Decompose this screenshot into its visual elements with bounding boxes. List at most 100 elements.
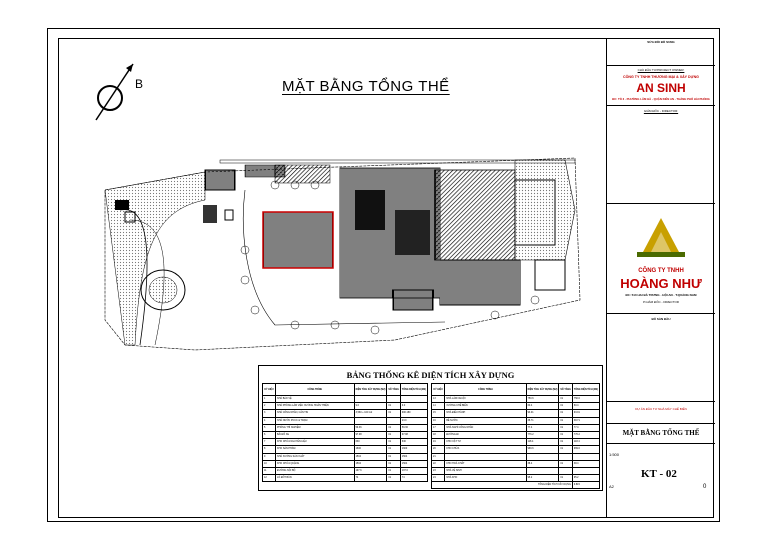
table-cell: NHÀ LÀM NGUỘI: [444, 394, 527, 404]
designer-name: HOÀNG NHƯ: [620, 276, 702, 291]
table-cell: ĐƯỜNG ĐI: [444, 430, 527, 440]
table-cell: 750.6: [525, 394, 560, 404]
table-cell: [353, 416, 388, 425]
scale: 1:500: [609, 452, 620, 457]
table-cell: 10: [262, 459, 276, 468]
table-cell: 750.6: [571, 394, 601, 404]
total-label: TỔNG DIỆN TÍCH XÂY DỰNG: [431, 481, 573, 490]
table-cell: 3: [262, 409, 276, 418]
table-cell: 77.4: [525, 423, 560, 432]
paper-size: A2: [609, 484, 614, 489]
table-cell: PHÒNG THÍ NGHIỆM: [274, 423, 355, 432]
table-cell: [571, 452, 601, 461]
table-cell: 22: [430, 459, 446, 468]
col-id: KÝ HIỆU: [262, 383, 276, 396]
table-left: KÝ HIỆU CÔNG TRÌNH DIỆN TÍCH XÂY DỰNG (M…: [262, 383, 429, 483]
table-cell: 969.6: [571, 445, 601, 454]
table-cell: NHÀ VỆ SINH: [444, 466, 527, 476]
designer-address: ĐC: 510 HAI BÀ TRƯNG - HỘI AN - T.QUẢNG …: [625, 293, 697, 297]
table-cell: 59.36: [399, 423, 429, 432]
table-cell: ĐƯỜNG NỘI BỘ: [274, 466, 355, 476]
table-cell: NHÀ KHO: [444, 474, 527, 483]
table-cell: 59.36: [353, 423, 388, 432]
table-cell: NHÀ CÔNG NHÂN, CĂN TIN: [274, 409, 355, 418]
table-cell: 01: [558, 409, 573, 418]
drawing-number: KT - 02: [641, 468, 677, 480]
table-cell: 01: [558, 394, 573, 404]
table-cell: 630: [399, 438, 429, 447]
table-cell: 74: [353, 474, 388, 483]
table-cell: 4: [262, 416, 276, 425]
table-cell: KHO HOÁ CHẤT: [444, 459, 527, 468]
table-cell: 6: [262, 430, 276, 440]
project-name: DỰ ÁN ĐẦU TƯ NHÀ MÁY CHẾ BIẾN: [635, 407, 687, 411]
table-cell: 77.4: [571, 423, 601, 432]
table-cell: 1504: [353, 459, 388, 468]
designer-company: CÔNG TY TNHH: [638, 268, 684, 274]
title-block: SỬA ĐỔI BỔ SUNG CHỦ ĐẦU TƯ/PROJECT OWNER…: [606, 38, 715, 518]
col-name: CÔNG TRÌNH: [274, 383, 355, 396]
drawing-title-box: MẶT BẰNG TỔNG THỂ: [607, 424, 715, 444]
table-cell: 9: [262, 452, 276, 461]
table-cell: 969.6: [525, 445, 560, 454]
signatures-box: BỐ SẢN ĐẦU: [607, 314, 715, 402]
table-cell: 38.4: [525, 459, 560, 468]
table-cell: 01: [558, 402, 573, 411]
drawing-frame: [58, 38, 714, 518]
table-cell: 1504: [399, 452, 429, 461]
col-total: TỔNG DIỆN TÍCH (M2): [399, 383, 429, 396]
table-right: KÝ HIỆU CÔNG TRÌNH DIỆN TÍCH XÂY DỰNG (M…: [430, 383, 601, 490]
table-cell: 93.01: [571, 409, 601, 418]
table-cell: 1504: [399, 459, 429, 468]
table-cell: 24: [430, 474, 446, 483]
table-title: BẢNG THỐNG KÊ DIỆN TÍCH XÂY DỰNG: [346, 370, 515, 380]
north-arrow-icon: [95, 63, 134, 121]
project-box: DỰ ÁN ĐẦU TƯ NHÀ MÁY CHẾ BIẾN: [607, 402, 715, 424]
table-cell: 38.71: [525, 416, 560, 425]
table-cell: 01: [558, 430, 573, 440]
table-cell: 900.180: [399, 409, 429, 418]
col-area: DIỆN TÍCH XÂY DỰNG (M2): [353, 383, 388, 396]
building-area-table: BẢNG THỐNG KÊ DIỆN TÍCH XÂY DỰNG KÝ HIỆU…: [258, 365, 603, 491]
table-cell: KHO CHỨA QUẶNG: [274, 459, 355, 468]
table-cell: 01: [386, 423, 401, 432]
table-cell: 1504: [353, 452, 388, 461]
table-cell: 9.0: [399, 402, 429, 411]
table-cell: 2: [262, 402, 276, 411]
col-area: DIỆN TÍCH XÂY DỰNG (M2): [525, 383, 560, 396]
table-cell: 38.71: [571, 416, 601, 425]
total-value: 9.815: [571, 481, 601, 490]
revision-box: SỬA ĐỔI BỔ SUNG: [607, 38, 715, 66]
table-cell: 197.6: [399, 466, 429, 476]
owner-director: GIÁM ĐỐC - DIRECTOR:: [643, 109, 679, 113]
revision-header: SỬA ĐỔI BỔ SUNG: [647, 40, 675, 44]
owner-company: CÔNG TY TNHH THƯƠNG MẠI & XÂY DỰNG: [623, 75, 699, 79]
table-cell: NHÀ ĐIỀU HÀNH: [444, 409, 527, 418]
table-cell: NHÀ PHÒNG LÀM VIỆC XƯỞNG HOÀN THIỆN: [274, 402, 355, 411]
table-cell: 14: [430, 402, 446, 411]
table-cell: 01: [386, 466, 401, 476]
page-title: MẶT BẰNG TỔNG THỂ: [282, 78, 450, 95]
table-cell: [386, 394, 401, 404]
col-floors: SỐ TẦNG: [558, 383, 573, 396]
table-cell: LÒ ĐỐT BÙN: [274, 474, 355, 483]
table-row: 21: [430, 452, 601, 461]
table-cell: 7: [262, 438, 276, 447]
table-cell: 630: [353, 438, 388, 447]
drawing-title: MẶT BẰNG TỔNG THỂ: [622, 429, 700, 437]
table-cell: [444, 452, 527, 461]
table-cell: 1: [262, 394, 276, 404]
owner-label: CHỦ ĐẦU TƯ/PROJECT OWNER:: [637, 68, 685, 72]
table-cell: 13: [430, 394, 446, 404]
table-cell: 8: [262, 445, 276, 454]
